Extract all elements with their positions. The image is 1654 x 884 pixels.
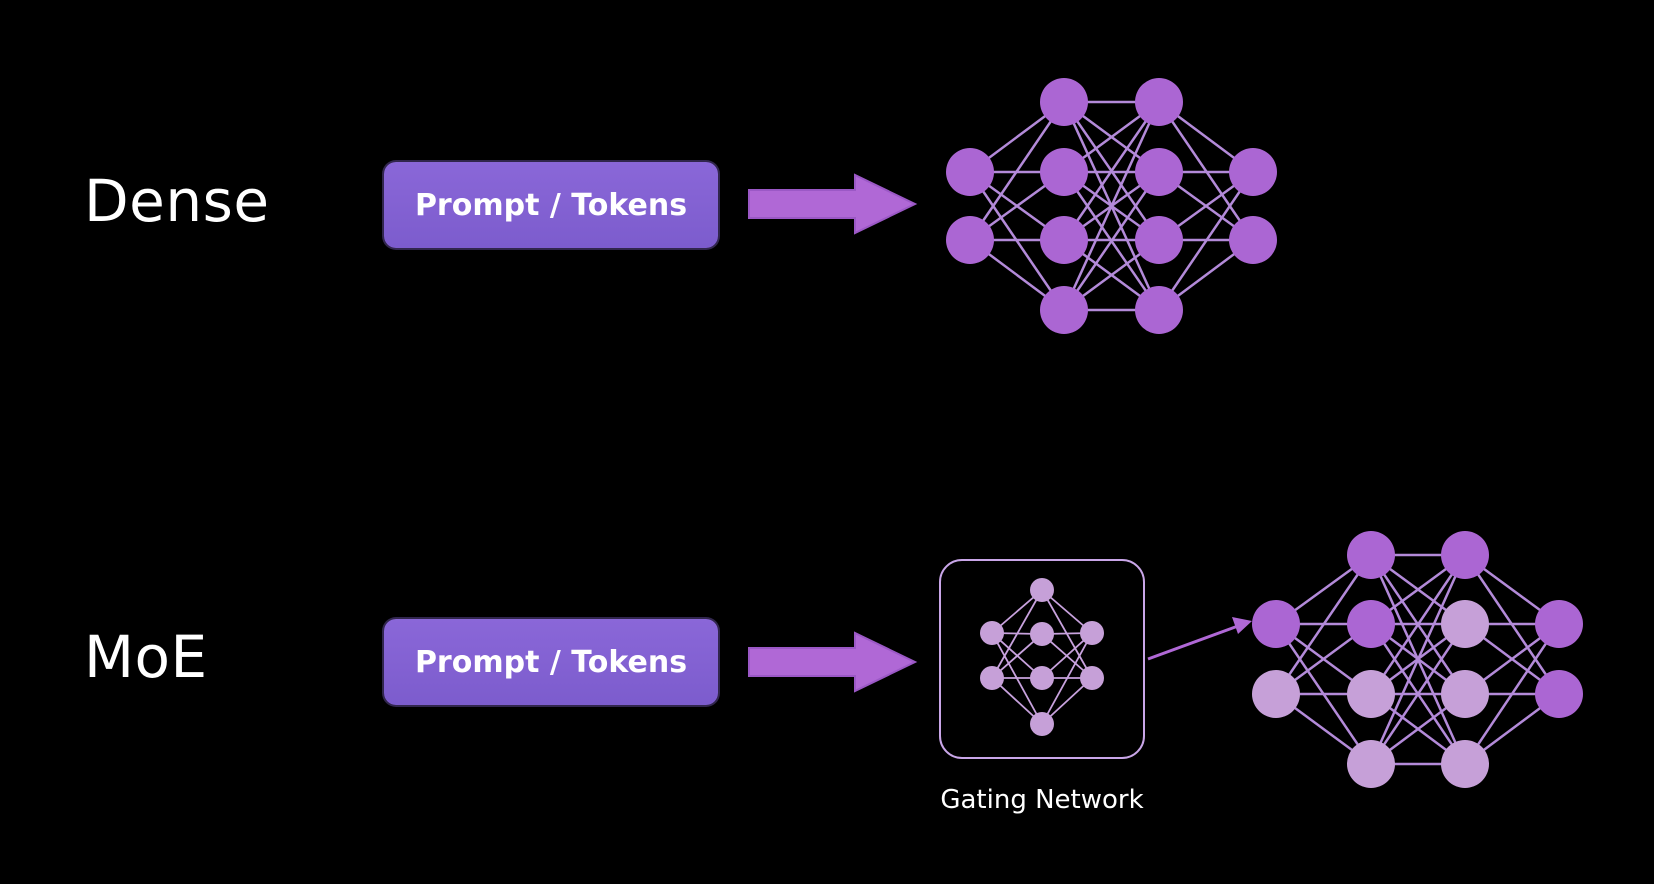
gating-node	[980, 666, 1004, 690]
moe-edge	[1463, 623, 1561, 765]
gating-node	[1030, 622, 1054, 646]
moe-arrow-icon	[748, 631, 918, 693]
moe-prompt-tokens-box: Prompt / Tokens	[384, 619, 718, 705]
gating-edge	[991, 589, 1043, 679]
dense-edge	[968, 101, 1066, 241]
moe-node	[1441, 740, 1489, 788]
moe-node	[1535, 670, 1583, 718]
dense-edge	[1062, 171, 1161, 311]
dense-node	[1135, 148, 1183, 196]
dense-network	[946, 78, 1277, 334]
moe-node	[1535, 600, 1583, 648]
gating-node	[980, 621, 1004, 645]
moe-row-label: MoE	[84, 623, 208, 691]
gating-network-label: Gating Network	[940, 785, 1144, 815]
moe-node	[1252, 670, 1300, 718]
gating-node	[1030, 712, 1054, 736]
gating-to-experts-arrowhead-icon	[1232, 617, 1252, 634]
dense-node	[946, 216, 994, 264]
gating-node	[1080, 621, 1104, 645]
dense-node	[1040, 286, 1088, 334]
moe-edge	[1369, 554, 1467, 765]
dense-node	[1135, 286, 1183, 334]
dense-node	[1135, 78, 1183, 126]
moe-node	[1347, 531, 1395, 579]
moe-node	[1347, 600, 1395, 648]
gating-edge	[1041, 632, 1093, 725]
dense-edge	[1157, 171, 1255, 311]
gating-to-experts-arrow-line	[1147, 624, 1239, 661]
gating-network-icon	[980, 578, 1104, 736]
moe-node	[1347, 670, 1395, 718]
moe-edge	[1274, 554, 1373, 695]
dense-row-label: Dense	[84, 167, 270, 235]
dense-edge	[1062, 101, 1161, 241]
gating-node	[1030, 578, 1054, 602]
moe-edge	[1369, 554, 1467, 695]
gating-network-box	[939, 559, 1145, 759]
dense-node	[1040, 78, 1088, 126]
moe-node	[1252, 600, 1300, 648]
dense-prompt-tokens-box: Prompt / Tokens	[384, 162, 718, 248]
dense-node	[1229, 216, 1277, 264]
moe-node	[1441, 670, 1489, 718]
moe-node	[1441, 600, 1489, 648]
dense-node	[1040, 148, 1088, 196]
dense-arrow-icon	[748, 173, 918, 235]
dense-edge	[1062, 101, 1161, 311]
dense-node	[1040, 216, 1088, 264]
moe-expert-network	[1252, 531, 1583, 788]
dense-node	[1229, 148, 1277, 196]
dense-node	[946, 148, 994, 196]
moe-node	[1347, 740, 1395, 788]
dense-node	[1135, 216, 1183, 264]
moe-node	[1441, 531, 1489, 579]
moe-edge	[1369, 623, 1467, 765]
gating-node	[1080, 666, 1104, 690]
gating-node	[1030, 666, 1054, 690]
